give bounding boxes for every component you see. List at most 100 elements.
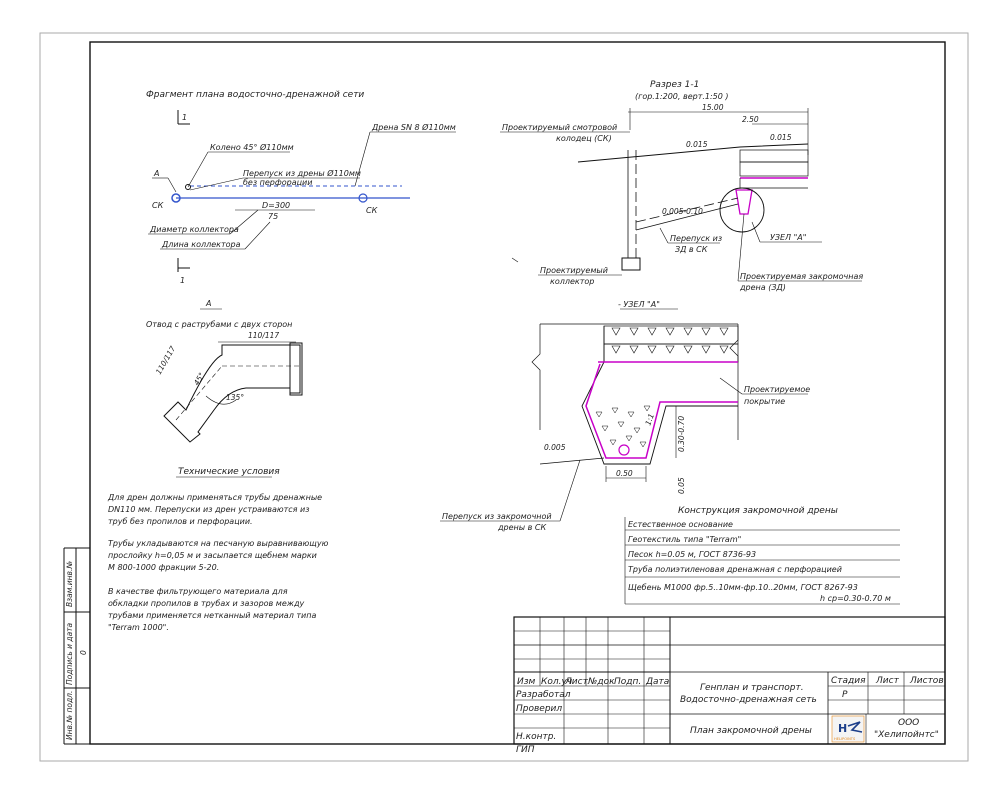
cover-label-1: Проектируемое <box>744 385 810 394</box>
fitting-dim-top: 110/117 <box>248 331 279 340</box>
node-dim-050: 0.50 <box>616 469 633 478</box>
diameter-value: D=300 <box>262 201 290 210</box>
company-line-1: ООО <box>898 718 919 728</box>
svg-text:Разработал: Разработал <box>516 690 571 700</box>
bypass-sec-2: ЗД в СК <box>675 245 708 254</box>
slope-right: 0.015 <box>770 133 792 142</box>
fitting-title: Отвод с раструбами с двух сторон <box>146 320 292 329</box>
tech-title: Технические условия <box>178 467 280 477</box>
length-label: Длина коллектора <box>161 240 241 249</box>
construction-legend: Конструкция закромочной дрены Естественн… <box>624 506 900 605</box>
collector-label-2: коллектор <box>550 277 594 286</box>
manhole-left <box>171 193 181 203</box>
sk-right: СК <box>366 206 378 215</box>
node-dim-11: 1:1 <box>643 412 656 426</box>
svg-text:Кол.уч: Кол.уч <box>541 677 572 687</box>
section-dim-250: 2.50 <box>742 115 759 124</box>
svg-text:труб без пропилов и перфораци: труб без пропилов и перфорации. <box>108 517 253 526</box>
project-line-2: Водосточно-дренажная сеть <box>680 695 817 705</box>
section-mark-top: 1 <box>182 113 187 122</box>
svg-text:H: H <box>838 722 847 735</box>
cover-label-2: покрытие <box>744 397 785 406</box>
bypass-node-2: дрены в СК <box>497 523 546 532</box>
node-title: - УЗЕЛ "А" <box>618 300 660 309</box>
drain-label: Дрена SN 8 Ø110мм <box>371 122 456 132</box>
sidebar-field-inv: Инв.№ подл. <box>65 691 74 740</box>
sidebar-fields: Взам.инв.№ Подпись и дата Инв.№ подл. 0 <box>63 547 90 745</box>
svg-text:HELIPOINTS: HELIPOINTS <box>834 737 856 741</box>
length-value: 75 <box>268 212 278 221</box>
stray-mark <box>511 257 519 263</box>
svg-text:Трубы укладываются на песчаную: Трубы укладываются на песчаную выравнива… <box>108 539 329 548</box>
svg-text:"Terram 1000".: "Terram 1000". <box>108 623 169 632</box>
svg-text:Листов: Листов <box>909 676 944 686</box>
fitting-dim-left: 110/117 <box>154 344 177 376</box>
sheet-outer-border <box>39 32 969 762</box>
manhole-label-2: колодец (СК) <box>556 134 612 143</box>
drain-sec-2: дрена (ЗД) <box>739 283 786 292</box>
label-a: А <box>153 169 159 178</box>
drain-pipe <box>618 444 630 456</box>
manhole-right <box>358 193 368 203</box>
svg-text:Проверил: Проверил <box>516 704 562 714</box>
svg-text:Лист: Лист <box>564 677 589 687</box>
node-slope: 0.005 <box>544 443 566 452</box>
svg-text:обкладки пропилов в трубах и з: обкладки пропилов в трубах и зазоров меж… <box>108 599 304 608</box>
node-a-circle <box>719 187 765 233</box>
elbow-label: Колено 45° Ø110мм <box>210 142 294 152</box>
svg-text:DN110 мм. Перепуски из дрен у: DN110 мм. Перепуски из дрен устраиваются… <box>108 505 309 514</box>
svg-text:В качестве фильтрующего матери: В качестве фильтрующего материала для <box>108 587 288 596</box>
svg-text:h ср=0.30-0.70 м: h ср=0.30-0.70 м <box>820 594 891 603</box>
svg-text:прослойку h=0,05 м и засыпае: прослойку h=0,05 м и засыпается щебнем м… <box>108 551 317 560</box>
sidebar-field-sign: Подпись и дата <box>65 622 74 685</box>
construction-title: Конструкция закромочной дрены <box>678 506 838 516</box>
node-dim-005: 0.05 <box>677 477 686 494</box>
svg-text:трубами применяется нетканный: трубами применяется нетканный материал т… <box>108 611 316 620</box>
section-mark-bottom: 1 <box>180 276 185 285</box>
manhole-label-1: Проектируемый смотровой <box>502 123 617 132</box>
plan-fragment: Фрагмент плана водосточно-дренажной сети… <box>146 90 456 285</box>
svg-text:Н.контр.: Н.контр. <box>516 732 556 742</box>
node-dim-depth: 0.30-0.70 <box>677 416 686 452</box>
svg-text:Подп.: Подп. <box>614 677 641 687</box>
fitting-angle-45: 45° <box>192 371 207 387</box>
node-a-detail: - УЗЕЛ "А" 1:1 0.30-0.70 0.05 <box>440 300 810 532</box>
title-block-text: Изм Кол.уч Лист №док Подп. Дата Разработ… <box>516 676 944 755</box>
section-scale: (гор.1:200, верт.1:50 ) <box>635 92 729 101</box>
svg-text:Дата: Дата <box>645 677 669 687</box>
fitting-letter: А <box>205 299 211 308</box>
svg-text:Стадия: Стадия <box>831 676 866 686</box>
slope-left: 0.015 <box>686 140 708 149</box>
section-1-1: Разрез 1-1 (гор.1:200, верт.1:50 ) 15.00… <box>500 80 863 292</box>
title-block <box>513 616 946 745</box>
drain-sec-1: Проектируемая закромочная <box>740 272 863 281</box>
svg-text:№док: №док <box>587 677 615 687</box>
section-dim-15: 15.00 <box>702 103 724 112</box>
diameter-label: Диаметр коллектора <box>149 225 239 234</box>
svg-text:Лист: Лист <box>875 676 900 686</box>
project-line-1: Генплан и транспорт. <box>700 683 804 693</box>
sk-left: СК <box>152 201 164 210</box>
bypass-sec-1: Перепуск из <box>670 234 722 243</box>
fitting-detail: А Отвод с раструбами с двух сторон 110/1… <box>146 299 303 443</box>
tech-conditions: Технические условия Для дрен должны прим… <box>107 467 329 632</box>
svg-text:Изм: Изм <box>517 677 536 687</box>
sheet-title: План закромочной дрены <box>690 726 812 736</box>
svg-text:М 800-1000 фракции 5-20.: М 800-1000 фракции 5-20. <box>108 563 219 572</box>
svg-text:Песок h=0.05 м, ГОСТ 8736-93: Песок h=0.05 м, ГОСТ 8736-93 <box>628 550 756 559</box>
svg-text:Труба полиэтиленовая дренажная: Труба полиэтиленовая дренажная с перфора… <box>628 565 842 574</box>
slope-mid: 0.005-0.10 <box>662 207 703 216</box>
helipoints-logo: H HELIPOINTS <box>831 715 865 743</box>
bypass-label-2: без перфорации <box>243 178 312 187</box>
bypass-label-1: Перепуск из дрены Ø110мм <box>243 168 361 178</box>
sidebar-field-replace: Взам.инв.№ <box>65 561 74 607</box>
collector-label-1: Проектируемый <box>540 266 608 275</box>
svg-text:Естественное основание: Естественное основание <box>628 520 733 529</box>
plan-title: Фрагмент плана водосточно-дренажной сети <box>146 90 364 100</box>
section-title: Разрез 1-1 <box>650 80 699 90</box>
stage-value: Р <box>842 690 848 700</box>
node-label: УЗЕЛ "А" <box>770 233 806 242</box>
fitting-angle-135: 135° <box>226 393 244 402</box>
company-line-2: "Хелипойнтс" <box>874 730 939 740</box>
